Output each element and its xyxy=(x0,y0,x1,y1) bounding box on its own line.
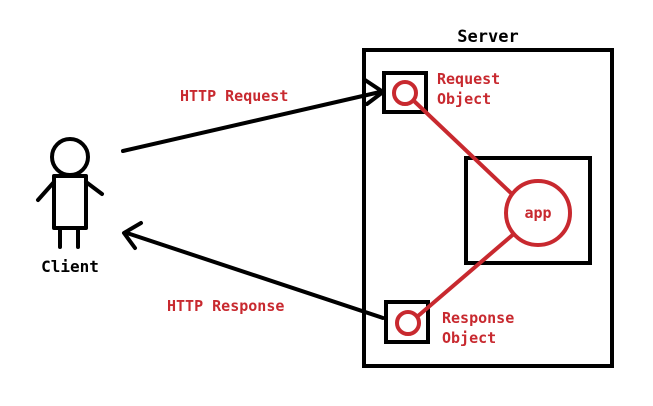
http-response-arrow xyxy=(125,231,385,320)
client-figure xyxy=(36,137,104,249)
request-object-node xyxy=(392,80,418,106)
http-request-arrow xyxy=(121,90,382,153)
response-to-app-line xyxy=(416,230,518,318)
app-label: app xyxy=(524,204,551,222)
server-box xyxy=(362,48,614,368)
http-request-arrowhead xyxy=(363,78,385,106)
client-head xyxy=(50,137,90,177)
response-object-node xyxy=(395,310,421,336)
http-response-arrowhead xyxy=(122,221,143,250)
response-object-label: Response Object xyxy=(442,309,523,347)
request-to-app-line xyxy=(412,99,516,198)
http-response-label: HTTP Response xyxy=(167,297,284,315)
app-container-box xyxy=(464,156,592,265)
client-left-arm xyxy=(36,180,56,202)
request-object-label-line2: Object xyxy=(437,90,491,108)
request-object-label: Request Object xyxy=(437,70,509,108)
app-node xyxy=(504,179,572,247)
response-object-label-line2: Object xyxy=(442,329,496,347)
client-label: Client xyxy=(41,257,99,276)
response-object-box xyxy=(384,300,430,344)
http-request-label: HTTP Request xyxy=(180,87,288,105)
response-object-label-line1: Response xyxy=(442,309,514,327)
request-object-label-line1: Request xyxy=(437,70,500,88)
client-right-arm xyxy=(84,180,104,196)
client-body xyxy=(52,174,88,230)
server-label: Server xyxy=(457,27,518,47)
